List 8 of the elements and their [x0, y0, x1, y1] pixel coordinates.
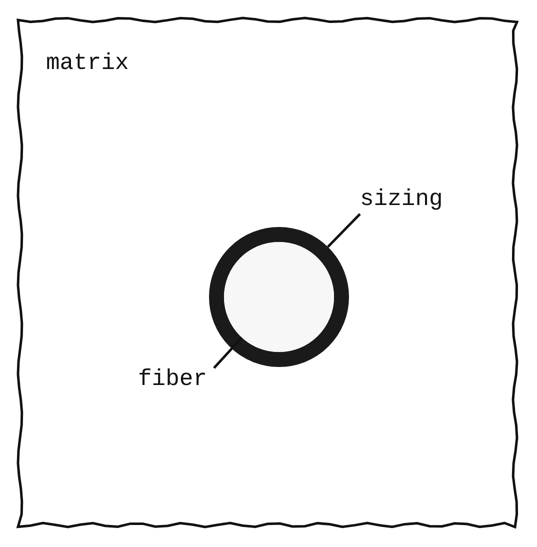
- part-label: matrix: [46, 52, 129, 75]
- sizing-ring: [209, 227, 349, 367]
- part-label: sizing: [360, 188, 443, 211]
- fiber-cross-section: [224, 242, 334, 352]
- leader-line: [213, 336, 243, 369]
- leader-line: [327, 213, 361, 248]
- matrix-block: [18, 18, 517, 527]
- part-label: fiber: [138, 368, 208, 391]
